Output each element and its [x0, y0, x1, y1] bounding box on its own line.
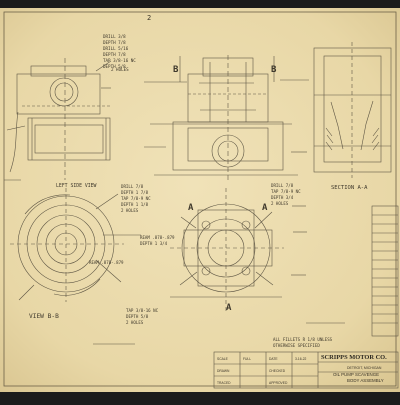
note-rm-2: DEPTH 3/4 [271, 195, 294, 200]
upper-middle-view [150, 55, 298, 180]
view-bb-caption: VIEW B-B [29, 313, 59, 320]
tb-r0c3: 3-16-22 [295, 357, 307, 361]
note-tl-4: TAP 3/8-16 NC [103, 58, 136, 63]
upper-mid-number: 2 [147, 14, 151, 22]
note-br-0: ALL FILLETS R 1/8 UNLESS [273, 337, 333, 342]
bottom-left-notes: REAM .878-.879 [89, 260, 124, 265]
a-label-bottom: A [226, 303, 232, 313]
note-rm-3: 2 HOLES [271, 201, 289, 206]
tb-r1c0: DRAWN [217, 369, 230, 373]
right-technical-panel [371, 205, 399, 337]
tb-r0c1: FULL [243, 357, 251, 361]
left-view-caption: LEFT SIDE VIEW [56, 183, 97, 189]
note-tl-5: DEPTH 5/8 [103, 64, 126, 69]
note-lm-4: 2 HOLES [121, 208, 139, 213]
tb-r0c2: DATE [269, 357, 278, 361]
company-subtitle: DETROIT, MICHIGAN [347, 366, 382, 370]
dimension-lines [4, 79, 345, 345]
title-block-text: SCRIPPS MOTOR CO. DETROIT, MICHIGAN OIL … [217, 354, 387, 385]
tb-r1c2: CHECKED [269, 369, 286, 373]
center-bottom-view [170, 188, 284, 314]
right-mid-notes: DRILL 7/8 TAP 7/8-9 NC DEPTH 3/4 2 HOLES [271, 183, 301, 206]
note-br-1: OTHERWISE SPECIFIED [273, 343, 320, 348]
title-line-1: OIL PUMP SCAVENGE [333, 372, 379, 377]
a-label-left: A [188, 203, 194, 213]
note-tl-3: DEPTH 7/8 [103, 52, 126, 57]
left-side-view [9, 58, 112, 180]
note-bc-1: DEPTH 5/8 [126, 314, 149, 319]
left-middle-notes: DRILL 7/8 DEPTH 1 7/8 TAP 7/8-9 NC DEPTH… [121, 184, 151, 213]
frame-border [3, 11, 397, 387]
note-rm-1: TAP 7/8-9 NC [271, 189, 301, 194]
note-lm-0: DRILL 7/8 [121, 184, 144, 189]
note-rm-0: DRILL 7/8 [271, 183, 294, 188]
note-lm-3: DEPTH 1 1/8 [121, 202, 149, 207]
a-label-right: A [262, 203, 268, 213]
note-bc-0: TAP 3/8-16 NC [126, 308, 159, 313]
company-name: SCRIPPS MOTOR CO. [321, 354, 387, 361]
tb-r0c0: SCALE [217, 357, 229, 361]
note-tl-1: DEPTH 7/8 [103, 40, 126, 45]
title-block [213, 351, 399, 389]
note-tl-2: DRILL 5/16 [103, 46, 129, 51]
small-label-2-holes: 2 HOLES [111, 67, 129, 72]
center-notes: REAM .878-.879 DEPTH 1 3/4 [140, 235, 175, 246]
b-label-right: B [271, 65, 277, 75]
tb-r2c2: APPROVED [269, 381, 288, 385]
view-bb [10, 188, 124, 302]
bottom-center-notes: TAP 3/8-16 NC DEPTH 5/8 2 HOLES [126, 308, 159, 325]
note-lm-2: TAP 7/8-9 NC [121, 196, 151, 201]
bottom-right-notes: ALL FILLETS R 1/8 UNLESS OTHERWISE SPECI… [273, 337, 333, 348]
section-aa-caption: SECTION A-A [331, 185, 368, 191]
annotations: 2 B B A A A LEFT SIDE VIEW SECTION A-A V… [29, 14, 368, 320]
drawing-sheet [0, 8, 400, 392]
tb-r2c0: TRACED [217, 381, 231, 385]
note-bc-2: 2 HOLES [126, 320, 144, 325]
top-left-notes: DRILL 3/8 DEPTH 7/8 DRILL 5/16 DEPTH 7/8… [103, 34, 136, 69]
note-c-1: DEPTH 1 3/4 [140, 241, 168, 246]
note-c-0: REAM .878-.879 [140, 235, 175, 240]
note-lm-1: DEPTH 1 7/8 [121, 190, 149, 195]
b-label-left: B [173, 65, 179, 75]
title-line-2: BODY ASSEMBLY [347, 378, 384, 383]
note-tl-0: DRILL 3/8 [103, 34, 126, 39]
note-bl-0: REAM .878-.879 [89, 260, 124, 265]
section-aa-view [313, 42, 392, 178]
